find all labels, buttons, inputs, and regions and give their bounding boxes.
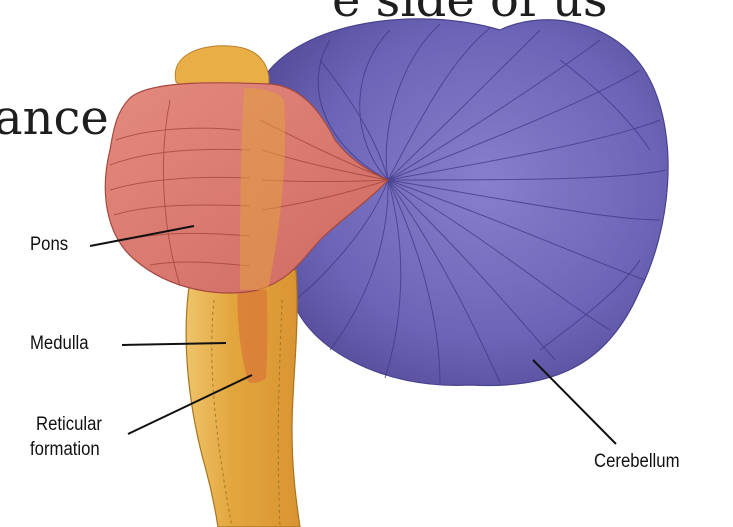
cerebellum-leader-line bbox=[533, 360, 616, 444]
label-medulla: Medulla bbox=[30, 333, 89, 355]
label-cerebellum: Cerebellum bbox=[594, 451, 679, 473]
label-reticular-formation-line2: formation bbox=[30, 439, 100, 461]
label-reticular-formation-line1: Reticular bbox=[36, 414, 102, 436]
label-pons: Pons bbox=[30, 234, 68, 256]
background-slide-text-left: ance bbox=[0, 88, 109, 148]
